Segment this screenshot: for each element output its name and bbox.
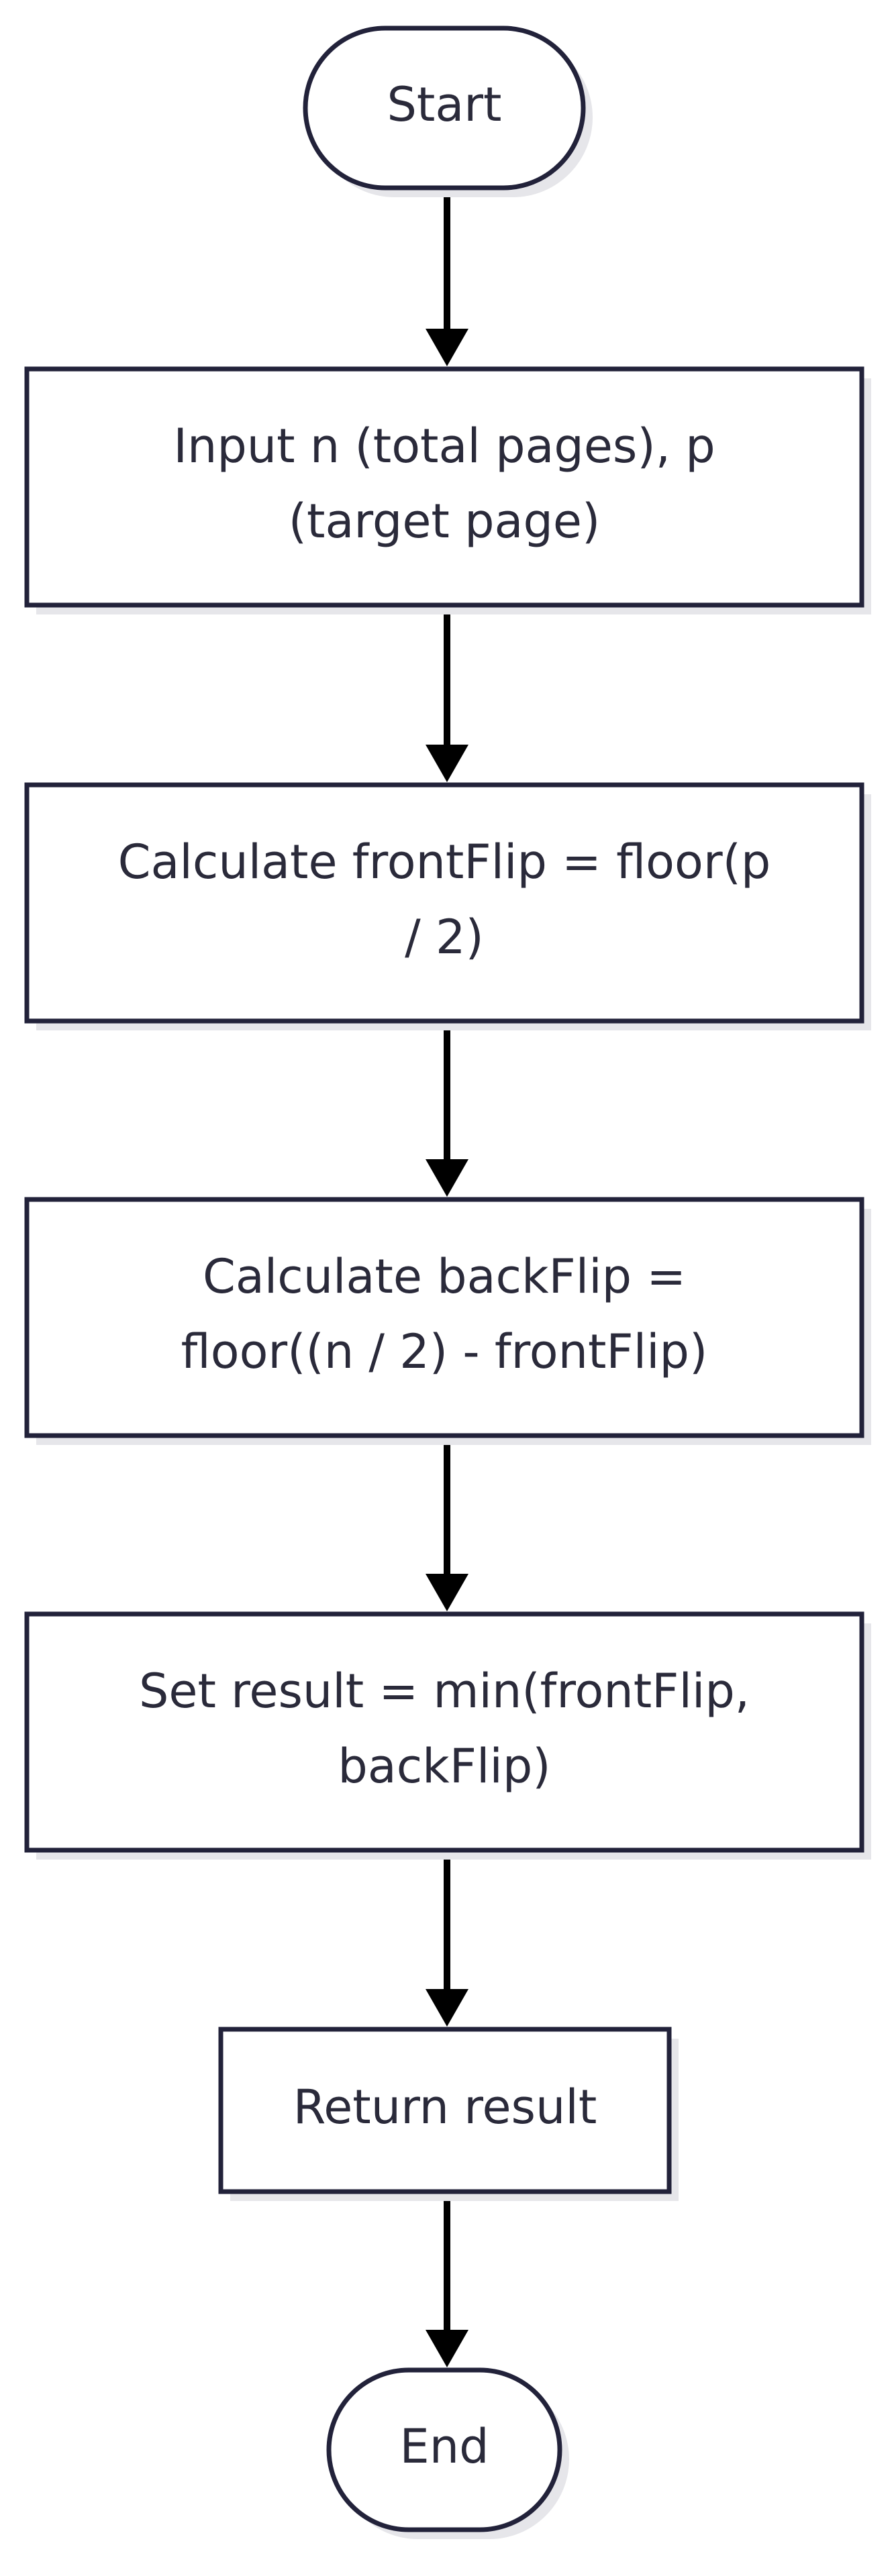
arrow-front-to-back — [426, 1021, 468, 1197]
arrow-head — [426, 745, 468, 782]
node-label-line: Calculate backFlip = — [203, 1249, 686, 1304]
node-return: Return result — [218, 2027, 679, 2201]
arrow-input-to-front — [426, 605, 468, 782]
node-start: Start — [303, 25, 593, 197]
arrow-back-to-result — [426, 1436, 468, 1611]
process-box — [24, 1197, 864, 1438]
process-box — [24, 366, 864, 608]
process-box — [218, 2027, 672, 2194]
process-box — [24, 1611, 864, 1853]
arrow-head — [426, 1574, 468, 1611]
node-label-line: Start — [387, 77, 501, 132]
arrow-result-to-return — [426, 1850, 468, 2027]
process-box — [24, 782, 864, 1024]
node-label-line: Set result = min(frontFlip, — [139, 1664, 750, 1719]
node-label-line: Calculate frontFlip = floor(p — [118, 835, 771, 890]
arrow-head — [426, 1989, 468, 2027]
node-label-line: / 2) — [405, 910, 484, 965]
node-input: Input n (total pages), p (target page) — [24, 366, 871, 614]
terminal-shape — [303, 25, 586, 191]
node-front: Calculate frontFlip = floor(p / 2) — [24, 782, 871, 1030]
arrow-start-to-input — [426, 188, 468, 366]
arrow-return-to-end — [426, 2192, 468, 2367]
node-back: Calculate backFlip = floor((n / 2) - fron… — [24, 1197, 871, 1445]
node-end: End — [326, 2367, 569, 2539]
terminal-shape — [326, 2367, 562, 2532]
node-label-line: End — [399, 2419, 489, 2474]
node-label-line: floor((n / 2) - frontFlip) — [181, 1324, 708, 1379]
node-label-line: backFlip) — [338, 1739, 550, 1794]
node-label-line: Input n (total pages), p — [173, 419, 715, 474]
arrow-head — [426, 329, 468, 366]
arrow-head — [426, 2330, 468, 2367]
node-result: Set result = min(frontFlip, backFlip) — [24, 1611, 871, 1860]
node-label-line: (target page) — [289, 494, 601, 549]
node-label-line: Return result — [293, 2080, 597, 2135]
arrow-head — [426, 1159, 468, 1197]
